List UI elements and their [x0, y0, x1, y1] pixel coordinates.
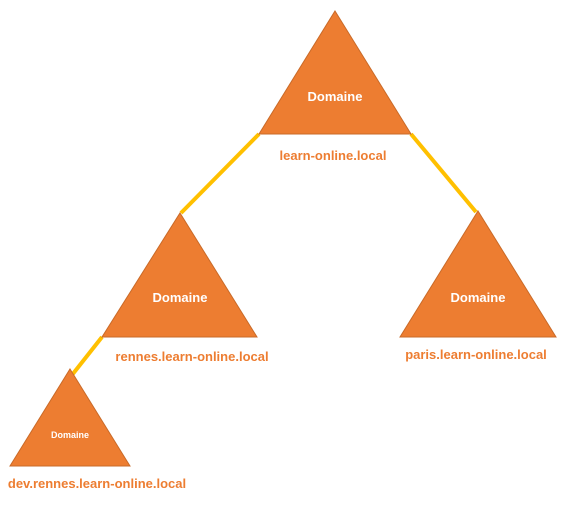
domain-triangle-label-dev: Domaine	[51, 430, 89, 440]
domain-triangle-label-root: Domaine	[308, 89, 363, 104]
domain-name-dev: dev.rennes.learn-online.local	[8, 476, 186, 491]
domain-node-rennes: Domaine rennes.learn-online.local	[101, 212, 269, 364]
domain-name-paris: paris.learn-online.local	[405, 347, 547, 362]
domain-node-root: Domaine learn-online.local	[258, 10, 412, 163]
connector-rennes-dev	[70, 335, 104, 377]
domain-node-paris: Domaine paris.learn-online.local	[399, 210, 557, 362]
domain-name-root: learn-online.local	[280, 148, 387, 163]
domain-triangle-paris	[399, 210, 557, 338]
domain-triangle-root	[258, 10, 412, 135]
domain-triangle-dev	[9, 368, 131, 467]
domain-triangle-label-rennes: Domaine	[153, 290, 208, 305]
connector-root-rennes	[179, 132, 261, 215]
domain-name-rennes: rennes.learn-online.local	[115, 349, 268, 364]
connector-root-paris	[409, 132, 478, 214]
domain-node-dev: Domaine dev.rennes.learn-online.local	[8, 368, 186, 491]
domain-triangle-label-paris: Domaine	[451, 290, 506, 305]
domain-triangle-rennes	[101, 212, 258, 338]
